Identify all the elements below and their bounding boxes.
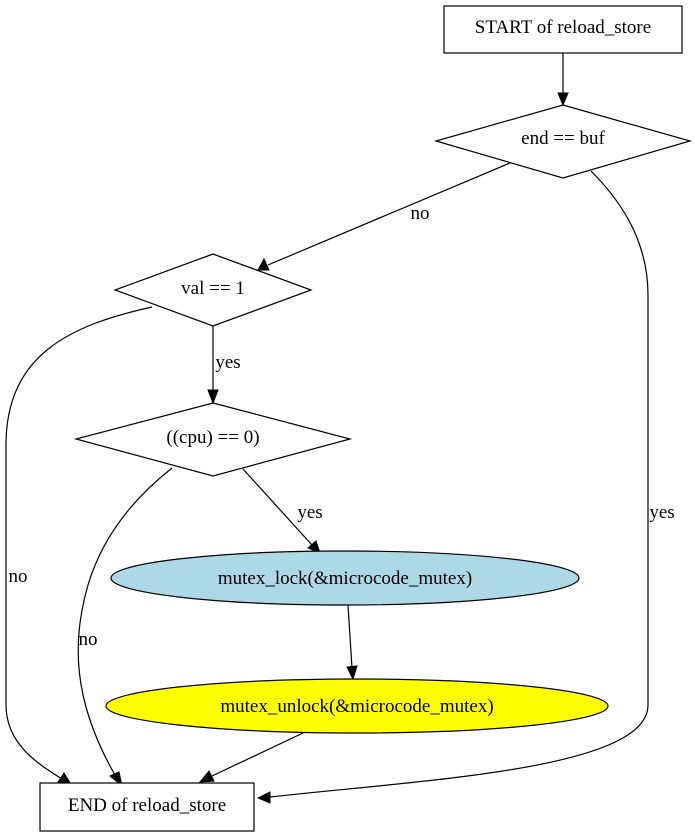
edge-unlock-to-end: [198, 732, 304, 783]
mutex-lock-ellipse: [110, 550, 580, 606]
node-cpu-label: ((cpu) == 0): [166, 427, 259, 448]
node-mutex-unlock-label: mutex_unlock(&microcode_mutex): [220, 696, 493, 717]
decision-diamond-cpu: [73, 402, 353, 477]
node-end: END of reload_store: [39, 782, 255, 832]
node-mutex-unlock: mutex_unlock(&microcode_mutex): [105, 678, 609, 734]
edge-end-buf-no: no: [257, 162, 511, 271]
node-start: START of reload_store: [443, 5, 683, 54]
node-end-buf-label: end == buf: [521, 128, 605, 149]
node-end-label: END of reload_store: [68, 795, 226, 816]
decision-diamond-val: [113, 253, 313, 327]
edge-val-yes: yes: [207, 326, 241, 405]
decision-diamond-end-buf: [433, 104, 693, 179]
edge-cpu-no: no: [77, 467, 173, 788]
end-box: [39, 782, 255, 832]
edge-label-val-no: no: [9, 566, 28, 587]
edge-cpu-yes: yes: [242, 468, 323, 554]
edge-label-end-buf-yes: yes: [649, 502, 674, 523]
edge-label-val-yes: yes: [215, 352, 240, 373]
edge-end-buf-yes: yes: [256, 170, 675, 804]
edge-label-cpu-yes: yes: [297, 502, 322, 523]
start-box: [443, 5, 683, 54]
node-cond-end-buf: end == buf: [433, 104, 693, 179]
mutex-unlock-ellipse: [105, 678, 609, 734]
node-cond-val: val == 1: [113, 253, 313, 327]
node-val-label: val == 1: [181, 278, 245, 299]
node-cond-cpu: ((cpu) == 0): [73, 402, 353, 477]
node-start-label: START of reload_store: [475, 17, 651, 38]
node-mutex-lock: mutex_lock(&microcode_mutex): [110, 550, 580, 606]
node-mutex-lock-label: mutex_lock(&microcode_mutex): [218, 568, 472, 589]
edge-lock-to-unlock: [346, 604, 358, 681]
edge-start-to-end-buf: [557, 53, 569, 107]
edge-label-cpu-no: no: [79, 629, 98, 650]
edge-label-end-buf-no: no: [411, 203, 430, 224]
